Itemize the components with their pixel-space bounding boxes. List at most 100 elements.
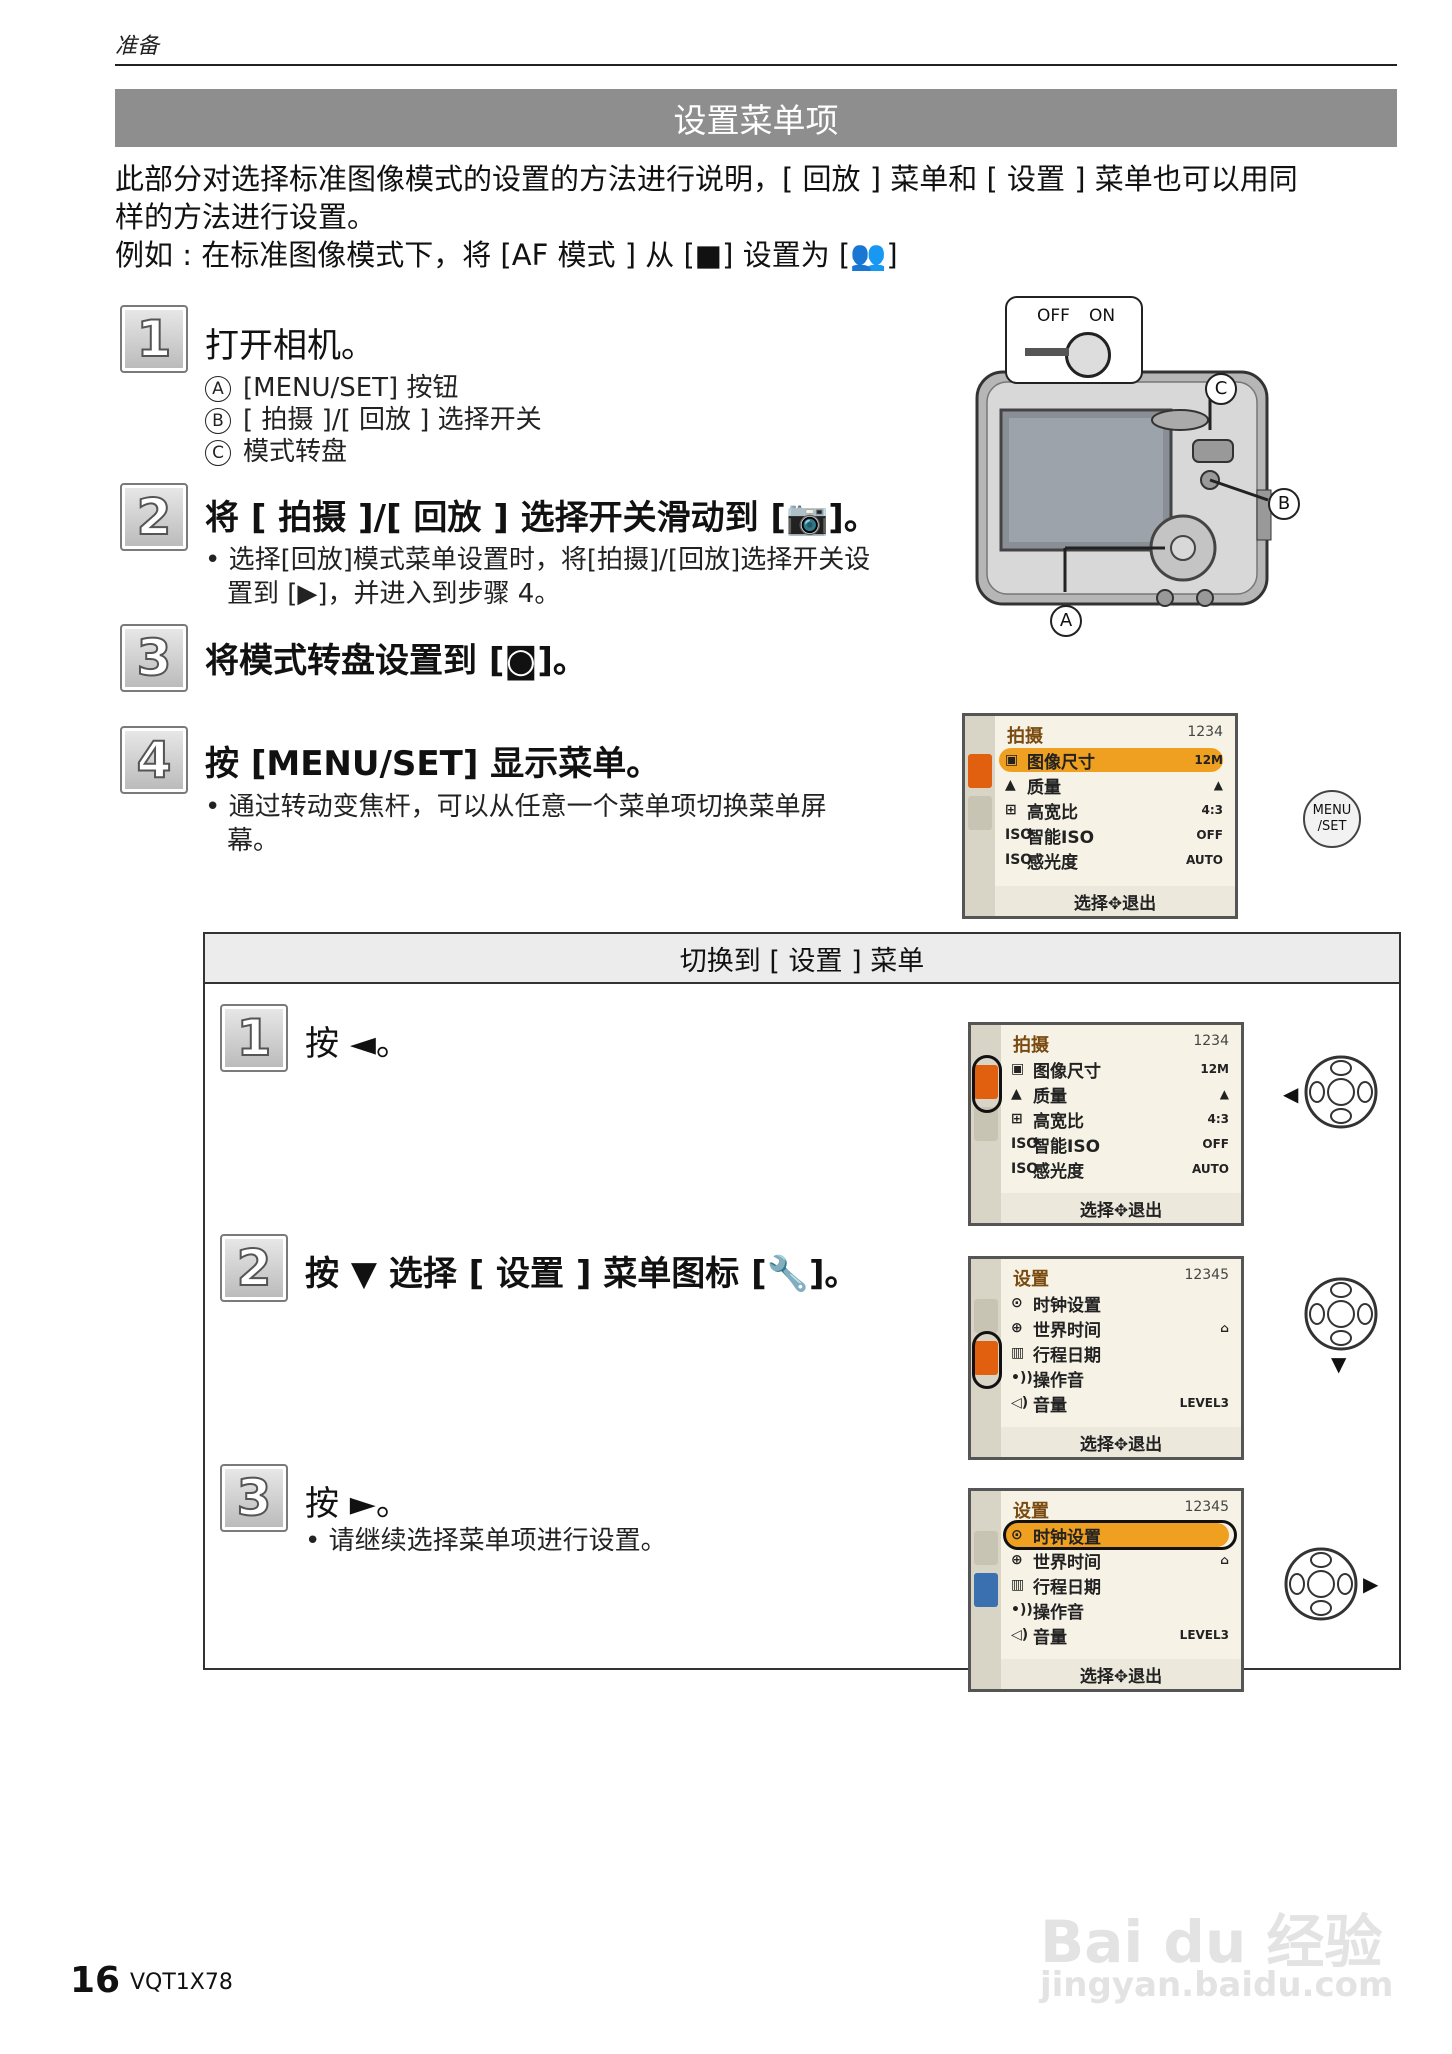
dpad-icon[interactable] [1303,1276,1379,1352]
callout-a: A [1050,605,1082,637]
row-icon: ISO [1011,1161,1039,1177]
row-label: 音量 [1033,1627,1067,1648]
menu-row: ⊞ 高宽比 4:3 [1005,1107,1230,1132]
menu-row: ▲质量▲ [1005,1082,1229,1107]
menu-footer: 选择✥退出 [1001,1659,1241,1689]
substep-1-title: 按 ◄。 [305,1024,410,1064]
step-number-4: 4 [120,726,188,794]
list-item-text: [ 拍摄 ]/[ 回放 ] 选择开关 [243,405,542,435]
step-number-1: 1 [120,305,188,373]
step-1-title: 打开相机。 [205,326,375,366]
step-number-3: 3 [120,624,188,692]
menu-set-button[interactable]: MENU /SET [1303,790,1361,848]
document-code: VQT1X78 [130,1970,233,1995]
row-icon: ▲ [1011,1086,1022,1102]
watermark-url: jingyan.baidu.com [1040,1965,1394,2005]
row-label: 高宽比 [1027,802,1078,823]
substep-number-2: 2 [220,1234,288,1302]
menu-header: 设置 [1013,1269,1049,1290]
menu-page-indicator: 12345 [1184,1499,1229,1515]
row-icon: ▥ [1011,1345,1025,1361]
row-value: 4:3 [1207,1112,1230,1126]
camera-tab-icon [974,1531,998,1565]
step-number-2: 2 [120,483,188,551]
bullet-line: • 选择[回放]模式菜单设置时，将[拍摄]/[回放]选择开关设 [205,545,871,575]
row-label: 音量 [1033,1395,1067,1416]
row-value: AUTO [1185,853,1223,867]
menu-page-indicator: 1234 [1187,724,1223,740]
section-title: 设置菜单项 [673,101,839,140]
dpad-icon[interactable] [1303,1054,1379,1130]
row-icon: ▣ [1005,752,1019,768]
row-icon: ⊙ [1011,1295,1023,1311]
menu-row: ⊙时钟设置 [1005,1523,1229,1548]
row-label: 世界时间 [1033,1552,1101,1573]
list-item: A[MENU/SET] 按钮 [205,372,542,404]
row-label: 感光度 [1033,1161,1084,1182]
substep-number-3: 3 [220,1464,288,1532]
menu-row: ⊕世界时间⌂ [1005,1316,1229,1341]
row-value: ⌂ [1220,1553,1229,1567]
row-label: 质量 [1033,1086,1067,1107]
row-value: OFF [1202,1137,1229,1151]
substep-3-title: 按 ►。 [305,1484,410,1524]
row-value: 12M [1200,1062,1229,1076]
switch-on-label: ON [1089,306,1116,326]
menu-row: ▲质量▲ [999,773,1223,798]
row-icon: ⊕ [1011,1320,1023,1336]
row-label: 图像尺寸 [1027,752,1095,773]
row-icon: ▲ [1005,777,1016,793]
section-label: 准备 [115,34,160,59]
watermark-logo: Bai du 经验 [1040,1908,1383,1976]
row-label: 高宽比 [1033,1111,1084,1132]
switch-off-label: OFF [1037,306,1070,326]
row-label: 时钟设置 [1033,1295,1101,1316]
left-arrow-icon: ◀ [1283,1082,1299,1106]
substep-2-title: 按 ▼ 选择 [ 设置 ] 菜单图标 [🔧]。 [305,1254,859,1294]
step-4-bullet: • 通过转动变焦杆，可以从任意一个菜单项切换菜单屏 幕。 [205,790,827,858]
menu-button-line: /SET [1317,819,1347,834]
row-label: 感光度 [1027,852,1078,873]
menu-row: ▥行程日期 [1005,1573,1229,1598]
menu-row: •))操作音 [1005,1366,1229,1391]
menu-footer: 选择✥退出 [995,886,1235,916]
menu-page-indicator: 12345 [1184,1267,1229,1283]
step-3-title: 将模式转盘设置到 [◙]。 [205,641,587,681]
substep-3-bullet: • 请继续选择菜单项进行设置。 [305,1526,667,1556]
row-icon: ISO [1011,1136,1039,1152]
intro-text: 此部分对选择标准图像模式的设置的方法进行说明，[ 回放 ] 菜单和 [ 设置 ]… [115,160,1405,274]
dpad-icon[interactable] [1283,1546,1359,1622]
power-switch-closeup: OFF ON [1005,296,1143,384]
menu-header: 设置 [1013,1501,1049,1522]
row-value: 4:3 [1201,803,1224,817]
list-item-text: [MENU/SET] 按钮 [243,373,459,403]
menu-button-line: MENU [1312,803,1352,818]
callout-b: B [1268,488,1300,520]
row-icon: ⊞ [1011,1111,1023,1127]
row-icon: ⊞ [1005,802,1017,818]
row-label: 智能ISO [1027,827,1095,848]
intro-line: 例如 : 在标准图像模式下，将 [AF 模式 ] 从 [■] 设置为 [👥] [115,238,898,272]
row-label: 时钟设置 [1033,1527,1101,1548]
row-label: 智能ISO [1033,1136,1101,1157]
row-label: 操作音 [1033,1602,1084,1623]
list-item: B[ 拍摄 ]/[ 回放 ] 选择开关 [205,404,542,436]
callout-c: C [1205,373,1237,405]
menu-row: ⊙ 时钟设置 [1005,1291,1229,1316]
list-item-text: 模式转盘 [243,437,348,467]
highlight-ring [1003,1520,1237,1550]
menu-row: ⊕世界时间⌂ [1005,1548,1229,1573]
substep-number-1: 1 [220,1004,288,1072]
row-value: OFF [1196,828,1223,842]
